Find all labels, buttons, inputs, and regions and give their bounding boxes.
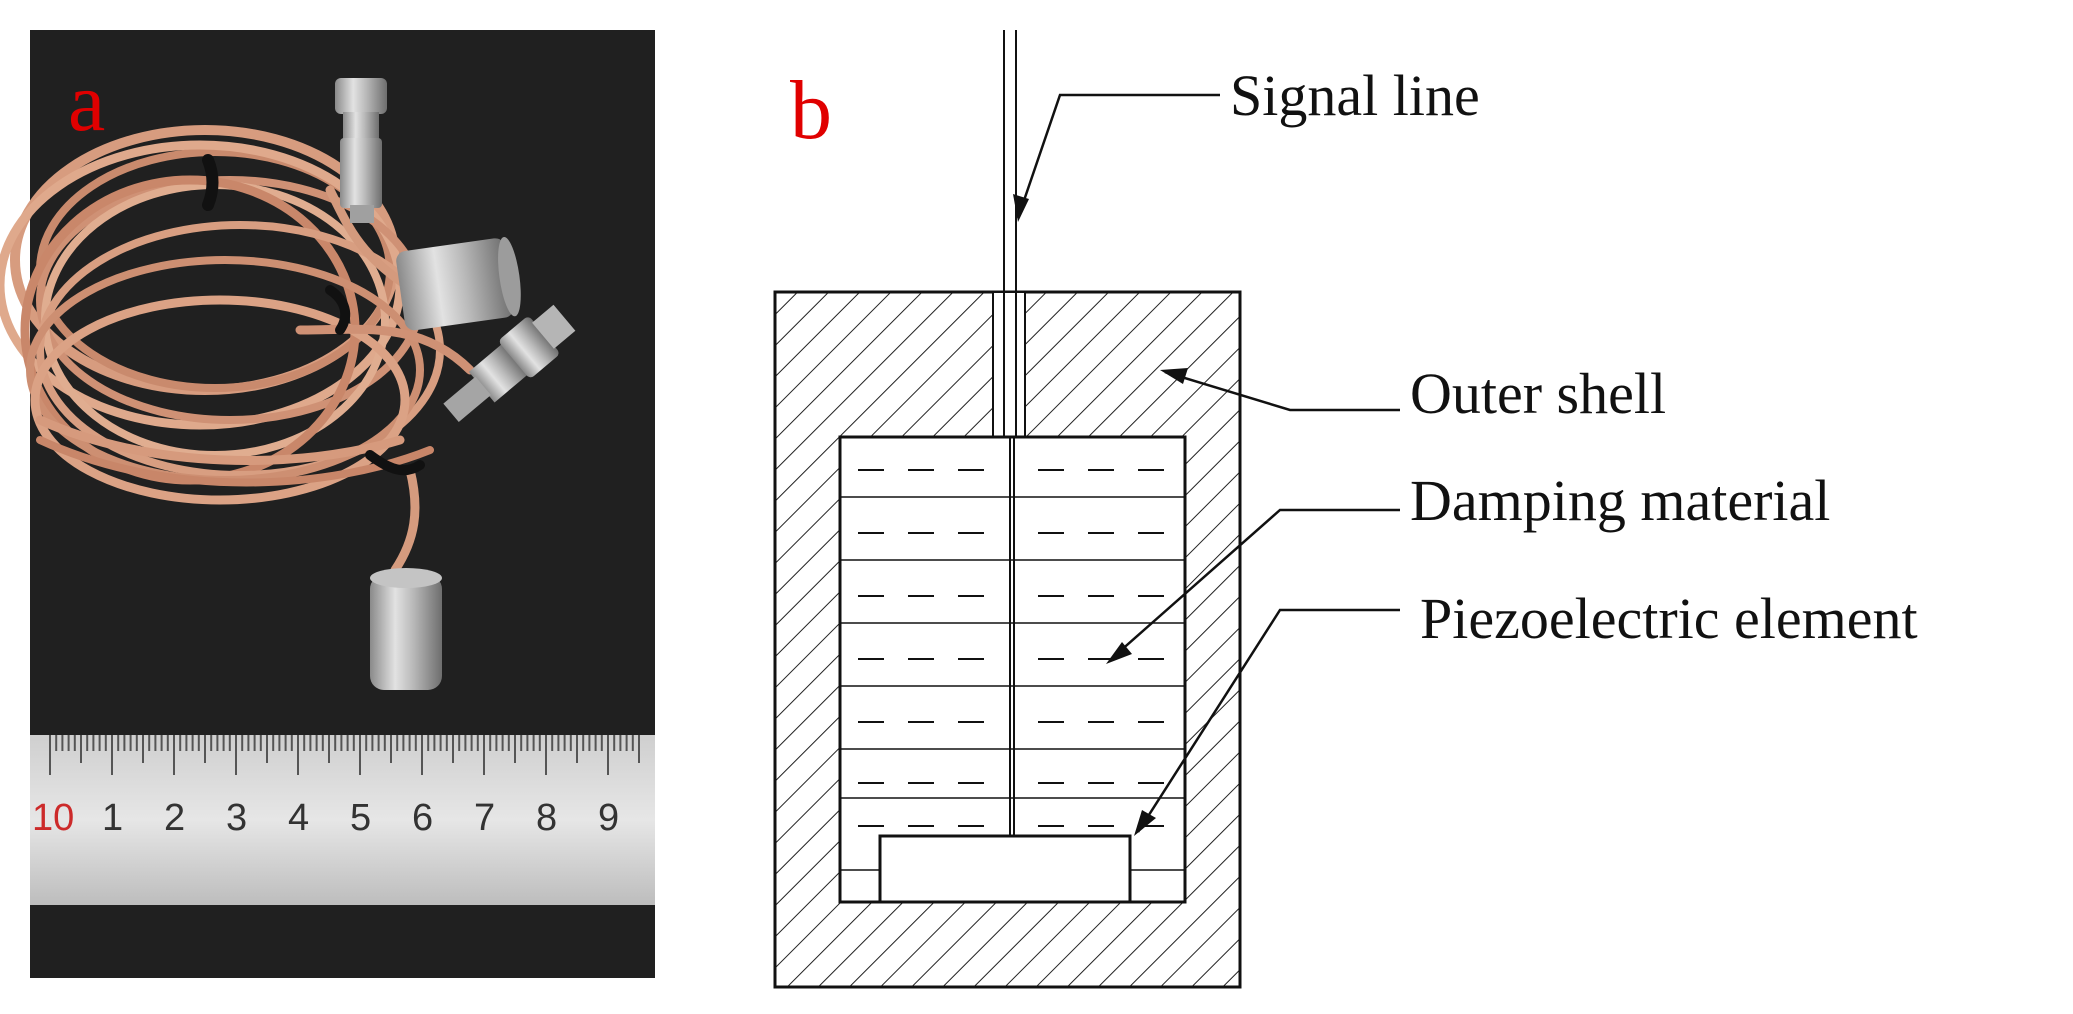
- outer-shell-label: Outer shell: [1410, 361, 1666, 426]
- bnc-connector: [443, 304, 576, 423]
- ruler-number: 1: [102, 797, 123, 839]
- damping-material-label: Damping material: [1410, 468, 1830, 533]
- ruler-number: 4: [288, 797, 309, 839]
- signal-line-label: Signal line: [1230, 63, 1480, 128]
- ruler-number: 2: [164, 797, 185, 839]
- panel-b-label: b: [790, 64, 832, 157]
- panel-a-label: a: [68, 56, 105, 149]
- sensor-canister: [396, 237, 521, 331]
- ruler-number: 8: [536, 797, 557, 839]
- piezoelectric-element: [878, 834, 1132, 904]
- piezoelectric-element-leader: [1134, 608, 1400, 836]
- signal-line: [1003, 30, 1017, 836]
- outer-shell-leader: [1160, 368, 1400, 412]
- sensor-canister: [370, 568, 442, 690]
- panel-b-schematic: b Signal line: [773, 30, 1918, 989]
- ruler-number: 10: [32, 797, 74, 839]
- signal-line-leader: [1013, 93, 1220, 222]
- ruler-number: 3: [226, 797, 247, 839]
- ruler-number: 6: [412, 797, 433, 839]
- ruler-number: 7: [474, 797, 495, 839]
- bnc-connector: [335, 78, 387, 223]
- ruler-number: 9: [598, 797, 619, 839]
- piezoelectric-element-label: Piezoelectric element: [1420, 586, 1918, 651]
- damping-material-leader: [1106, 508, 1400, 664]
- ruler-number: 5: [350, 797, 371, 839]
- damping-material: [838, 435, 1187, 904]
